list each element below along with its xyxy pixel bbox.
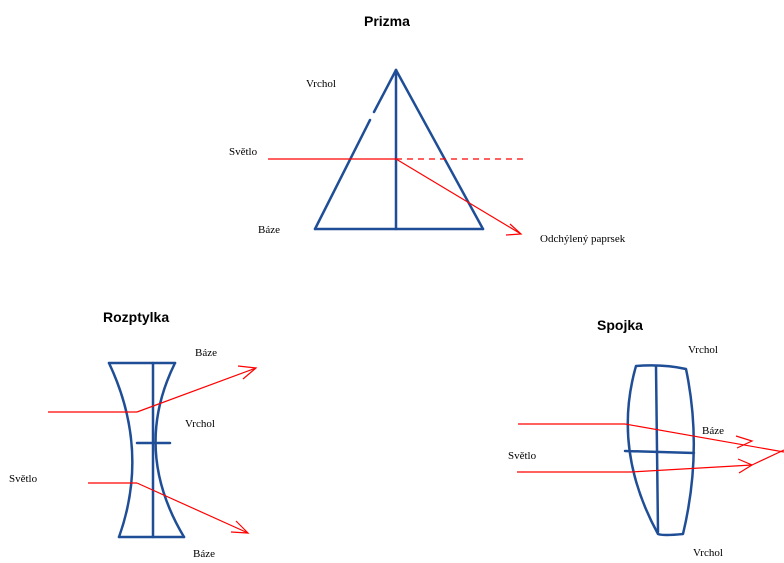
diverging-lens-group: Rozptylka Báze Vrchol Světlo Báze bbox=[9, 309, 258, 560]
converging-lens-outline bbox=[626, 364, 696, 537]
prism-deflected-ray bbox=[395, 158, 522, 235]
diverging-upper-refracted-ray bbox=[136, 367, 257, 413]
prism-light-label: Světlo bbox=[229, 146, 258, 158]
diverging-right-surface bbox=[154, 361, 186, 539]
converging-light-label: Světlo bbox=[508, 450, 537, 462]
converging-upper-refracted-ray bbox=[624, 423, 784, 453]
diverging-base-bottom-label: Báze bbox=[193, 548, 215, 560]
prism-deflected-label: Odchýlený paprsek bbox=[540, 233, 626, 245]
converging-apex-top-label: Vrchol bbox=[688, 344, 718, 356]
converging-base-label: Báze bbox=[702, 425, 724, 437]
prism-base-label: Báze bbox=[258, 224, 280, 236]
converging-focus-ray bbox=[751, 449, 784, 466]
prism-arrowhead-icon bbox=[505, 223, 523, 236]
diverging-apex-label: Vrchol bbox=[185, 418, 215, 430]
converging-lower-refracted-ray bbox=[630, 464, 753, 473]
prism-title: Prizma bbox=[364, 13, 410, 29]
converging-horizontal-axis bbox=[623, 449, 696, 455]
diverging-light-label: Světlo bbox=[9, 473, 38, 485]
prism-apex-label: Vrchol bbox=[306, 78, 336, 90]
converging-upper-arrowhead-icon bbox=[735, 435, 754, 449]
converging-title: Spojka bbox=[597, 317, 643, 333]
diverging-left-surface bbox=[107, 361, 134, 539]
diverging-lower-refracted-ray bbox=[136, 482, 249, 534]
prism-group: Prizma Vrchol Světlo Báze Odchýlený papr… bbox=[229, 13, 626, 245]
converging-vertical-axis bbox=[654, 364, 660, 534]
prism-right-edge bbox=[394, 68, 485, 231]
prism-left-edge bbox=[313, 118, 372, 231]
diverging-upper-arrowhead-icon bbox=[237, 365, 258, 380]
diverging-lower-arrowhead-icon bbox=[230, 520, 250, 534]
diverging-title: Rozptylka bbox=[103, 309, 169, 325]
diverging-base-top-label: Báze bbox=[195, 347, 217, 359]
converging-lens-group: Spojka Vrchol Báze Světlo Vrchol bbox=[508, 317, 784, 559]
prism-left-edge-upper bbox=[372, 68, 398, 114]
converging-apex-bottom-label: Vrchol bbox=[693, 547, 723, 559]
